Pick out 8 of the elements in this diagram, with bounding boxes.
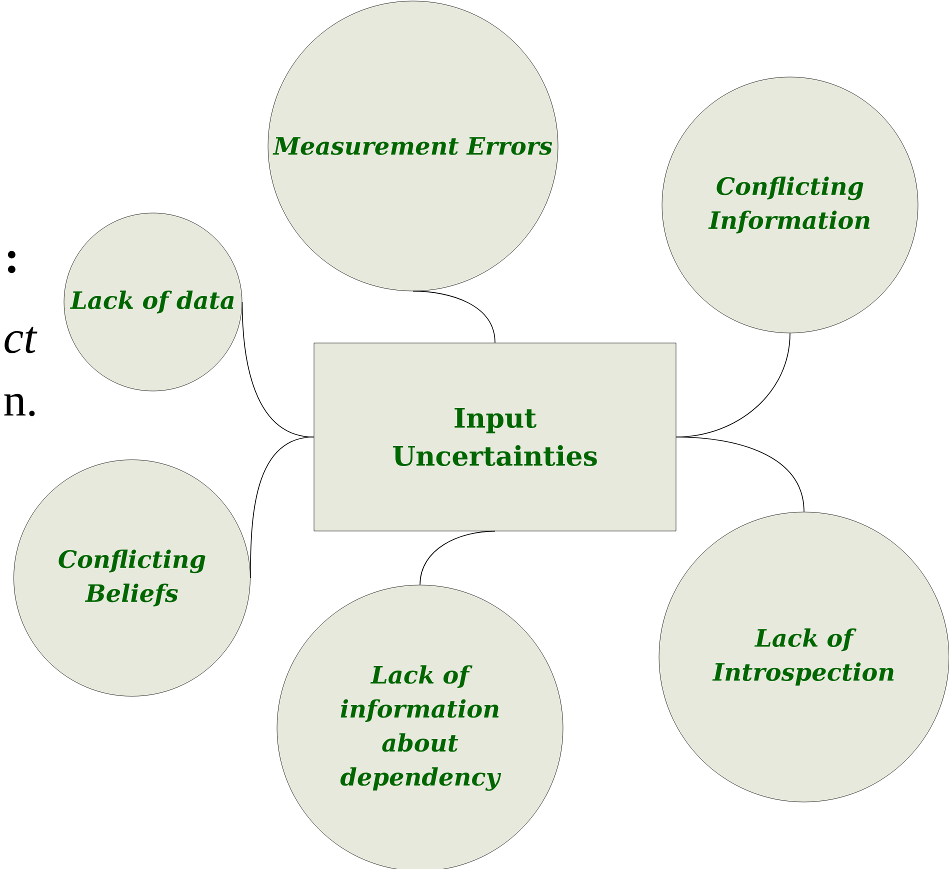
connector-line — [420, 530, 496, 586]
connector-line — [250, 436, 314, 578]
cut-off-text: ct — [4, 326, 38, 354]
connector-line — [412, 290, 496, 344]
cut-off-text: : — [8, 250, 16, 274]
process-box: Input Uncertainties — [314, 342, 676, 532]
connector-line — [676, 436, 804, 512]
cut-off-text: n. — [4, 394, 35, 416]
